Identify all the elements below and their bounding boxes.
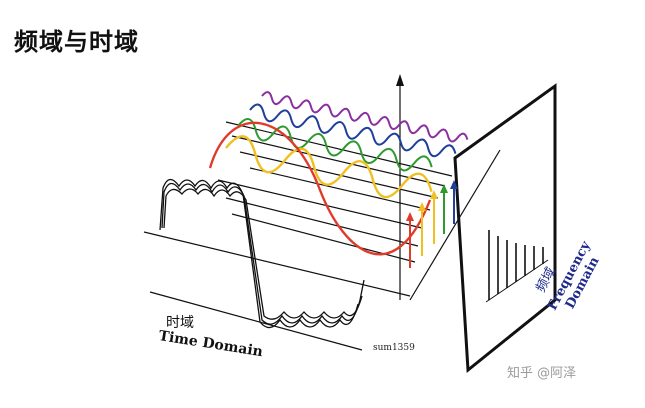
- square-wave: [159, 178, 365, 329]
- axis-arrow: [396, 74, 404, 86]
- time-domain-label-cn: 时域: [166, 315, 194, 331]
- harmonic-9-wave: [261, 91, 469, 143]
- harmonic-arrows: [406, 180, 458, 268]
- harmonic-7-wave: [249, 103, 457, 158]
- page-title: 频域与时域: [14, 28, 139, 56]
- sum-label: sum1359: [373, 343, 415, 353]
- harmonic-1-wave: [208, 121, 432, 256]
- harmonic-5-wave: [237, 118, 433, 172]
- frequency-domain-panel: [453, 83, 557, 373]
- guide-lines: [143, 80, 501, 351]
- watermark: 知乎 @阿泽: [507, 366, 577, 381]
- harmonic-3-wave: [225, 135, 433, 199]
- spectrum-spikes: [485, 230, 549, 303]
